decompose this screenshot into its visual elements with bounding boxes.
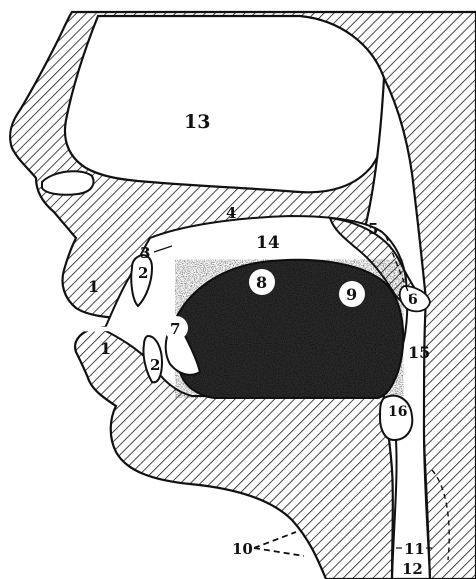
label-10: 10	[232, 540, 253, 558]
label-3: 3	[140, 244, 150, 262]
label-14: 14	[256, 233, 280, 253]
label-4: 4	[226, 204, 236, 222]
label-1-lower: 1	[100, 339, 111, 358]
label-2-lower: 2	[150, 356, 160, 374]
nasal-cavity	[65, 16, 388, 192]
label-2-upper: 2	[138, 264, 148, 282]
vocal-cords-pointer	[254, 532, 304, 556]
label-1-upper: 1	[88, 277, 99, 296]
label-15: 15	[408, 343, 430, 362]
label-8: 8	[256, 273, 267, 292]
label-12: 12	[402, 560, 423, 578]
label-5: 5	[368, 220, 378, 238]
label-7: 7	[170, 320, 180, 338]
label-13: 13	[184, 111, 210, 133]
label-6: 6	[408, 292, 418, 308]
label-11: 11	[404, 540, 425, 558]
label-16: 16	[388, 404, 407, 420]
label-9: 9	[346, 285, 357, 304]
